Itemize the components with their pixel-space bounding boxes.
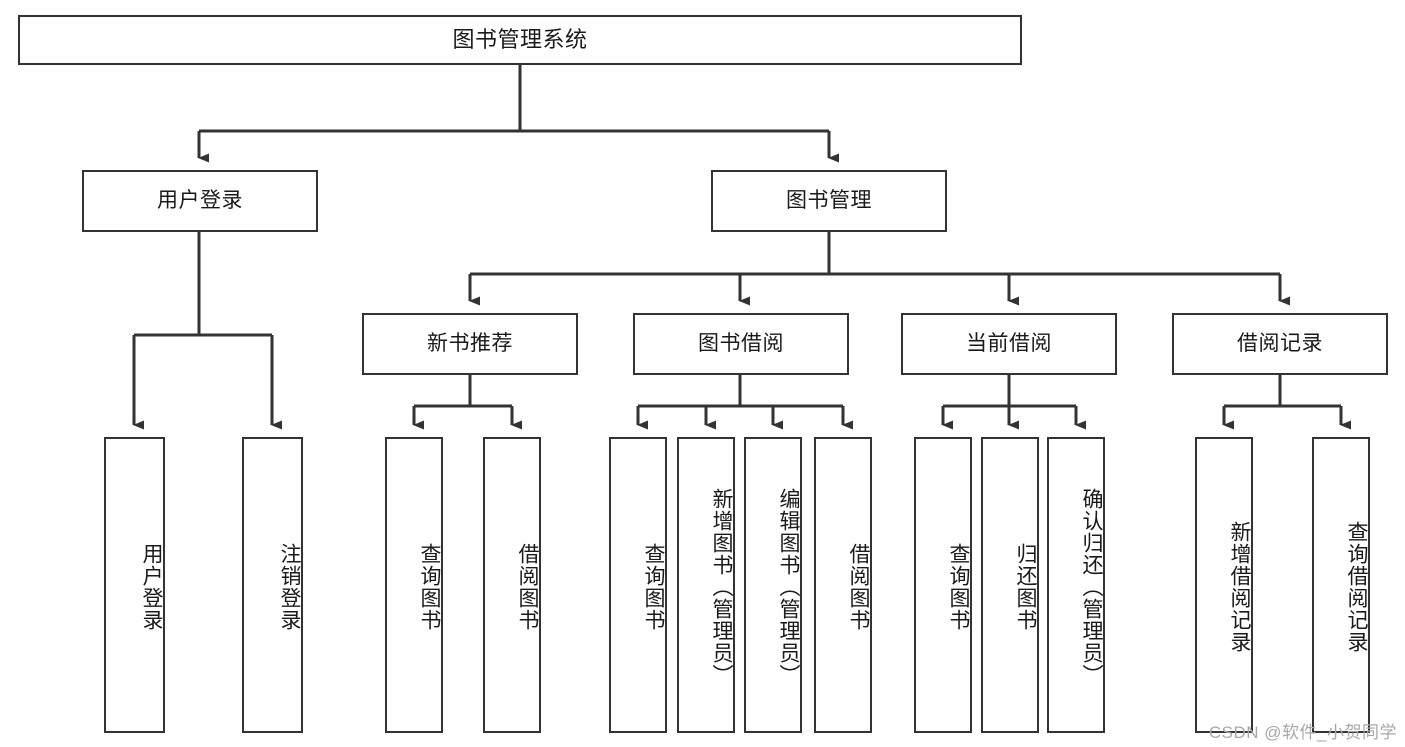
node-leaf-add-book-label: 新增图书（管理员） [710,488,733,686]
node-book-manage-label: 图书管理 [786,189,872,213]
node-leaf-user-logout-label: 注销登录 [278,543,301,631]
node-leaf-borrow-book-1[interactable]: 借阅图书 [483,437,541,733]
node-leaf-return-book-label: 归还图书 [1014,543,1037,631]
node-leaf-return-book[interactable]: 归还图书 [981,437,1039,733]
node-book-borrow-label: 图书借阅 [698,332,784,356]
node-leaf-user-login[interactable]: 用户登录 [104,437,165,733]
node-root[interactable]: 图书管理系统 [18,15,1022,65]
node-book-manage[interactable]: 图书管理 [711,170,947,232]
node-user-login[interactable]: 用户登录 [82,170,318,232]
node-leaf-query-record-label: 查询借阅记录 [1345,521,1368,653]
node-leaf-confirm-return-label: 确认归还（管理员） [1080,488,1103,686]
node-current-borrow[interactable]: 当前借阅 [901,313,1117,375]
node-leaf-query-book-2[interactable]: 查询图书 [609,437,667,733]
node-leaf-add-book[interactable]: 新增图书（管理员） [677,437,735,733]
node-leaf-query-book-3[interactable]: 查询图书 [914,437,972,733]
node-leaf-query-record[interactable]: 查询借阅记录 [1312,437,1370,733]
node-leaf-borrow-book-1-label: 借阅图书 [516,543,539,631]
node-leaf-user-login-label: 用户登录 [140,543,163,631]
node-root-label: 图书管理系统 [452,26,588,52]
node-borrow-record-label: 借阅记录 [1237,332,1323,356]
node-leaf-borrow-book-2-label: 借阅图书 [847,543,870,631]
node-leaf-query-book-2-label: 查询图书 [642,543,665,631]
node-new-book-recommend[interactable]: 新书推荐 [362,313,578,375]
node-leaf-user-logout[interactable]: 注销登录 [242,437,303,733]
watermark-text: CSDN @软件_小贺同学 [1208,723,1397,742]
node-leaf-add-record-label: 新增借阅记录 [1228,521,1251,653]
node-leaf-edit-book-label: 编辑图书（管理员） [777,488,800,686]
node-new-book-recommend-label: 新书推荐 [427,332,513,356]
node-current-borrow-label: 当前借阅 [966,332,1052,356]
node-leaf-confirm-return[interactable]: 确认归还（管理员） [1047,437,1105,733]
node-leaf-add-record[interactable]: 新增借阅记录 [1195,437,1253,733]
node-book-borrow[interactable]: 图书借阅 [633,313,849,375]
node-leaf-query-book-1-label: 查询图书 [418,543,441,631]
node-leaf-borrow-book-2[interactable]: 借阅图书 [814,437,872,733]
node-leaf-query-book-1[interactable]: 查询图书 [385,437,443,733]
node-leaf-edit-book[interactable]: 编辑图书（管理员） [744,437,802,733]
node-borrow-record[interactable]: 借阅记录 [1172,313,1388,375]
node-user-login-label: 用户登录 [157,189,243,213]
node-leaf-query-book-3-label: 查询图书 [947,543,970,631]
